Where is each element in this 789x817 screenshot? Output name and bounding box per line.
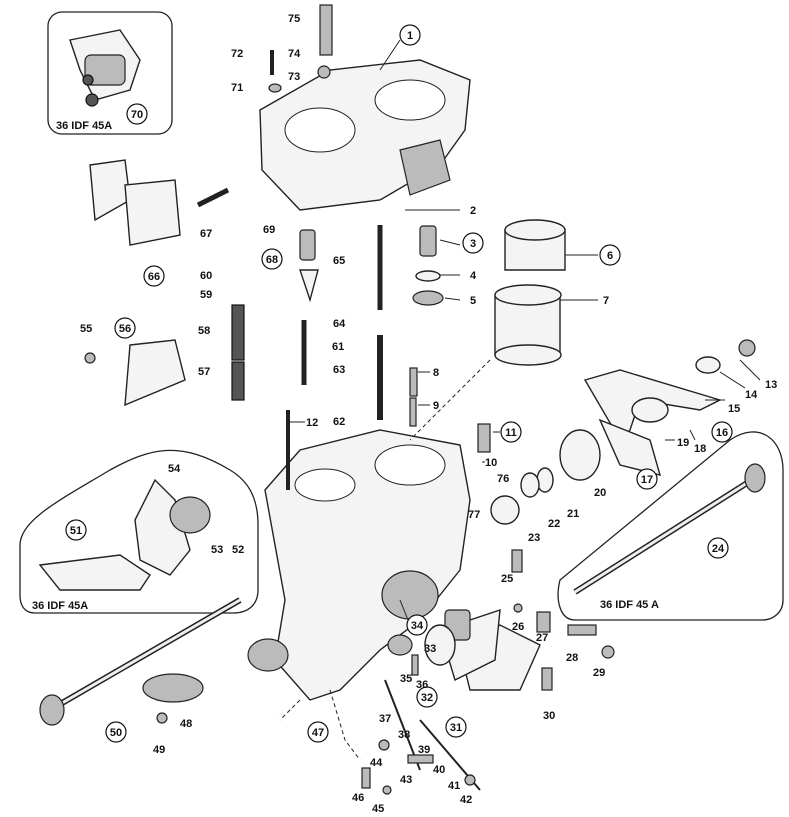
part-label: 45 [372,803,384,815]
part-label: 35 [400,673,412,685]
part-label: 36 [416,679,428,691]
part-label: 18 [694,443,706,455]
part-label: 1 [407,30,413,42]
part-label: 20 [594,487,606,499]
inset-right: 36 IDF 45 A [557,431,784,621]
part-label: 42 [460,794,472,806]
part-label: 54 [168,463,181,475]
part-label: 53 [211,544,223,556]
part-label: 11 [505,427,517,439]
part-label: 76 [497,473,509,485]
part-label: 74 [288,48,301,60]
part-label: 13 [765,379,777,391]
part-label: 7 [603,295,609,307]
part-label: 14 [745,389,758,401]
venturi-and-choke [494,219,566,366]
part-label: 55 [80,323,92,335]
part-label: 70 [131,109,143,121]
part-label: 26 [512,621,524,633]
inset-caption: 36 IDF 45A [32,600,88,612]
part-label: 44 [370,757,383,769]
part-label: 22 [548,518,560,530]
part-label: 59 [200,289,212,301]
part-label: 62 [333,416,345,428]
part-label: 25 [501,573,513,585]
part-label: 75 [288,13,300,25]
part-label: 69 [263,224,275,236]
part-label: 9 [433,400,439,412]
part-label: 64 [333,318,346,330]
part-label: 28 [566,652,578,664]
part-label: 16 [716,427,728,439]
part-label: 46 [352,792,364,804]
part-label: 38 [398,729,410,741]
part-label: 32 [421,692,433,704]
part-label: 3 [470,238,476,250]
part-label: 50 [110,727,122,739]
part-label: 61 [332,341,344,353]
inset-caption: 36 IDF 45 A [600,599,659,611]
part-label: 52 [232,544,244,556]
part-label: 34 [411,620,424,632]
part-label: 2 [470,205,476,217]
part-label: 12 [306,417,318,429]
small-parts [84,4,615,795]
part-label: 65 [333,255,345,267]
part-label: 21 [567,508,579,520]
inset-caption: 36 IDF 45A [56,120,112,132]
springs-and-linkage [384,339,756,791]
part-label: 31 [450,722,462,734]
inset-top-left: 36 IDF 45A [47,11,173,135]
part-label: 17 [641,474,653,486]
part-label: 6 [607,250,613,262]
carburetor-body [247,429,471,701]
part-label: 15 [728,403,740,415]
part-label: 63 [333,364,345,376]
leader-lines [290,39,761,626]
circled-labels: 1 3 6 11 16 17 24 31 32 34 47 50 51 56 6… [65,24,733,743]
part-label: 29 [593,667,605,679]
carburetor-cover [259,59,471,211]
part-label: 57 [198,366,210,378]
part-label: 41 [448,780,460,792]
part-label: 40 [433,764,445,776]
part-label: 37 [379,713,391,725]
part-label: 19 [677,437,689,449]
part-label: 73 [288,71,300,83]
part-label: 72 [231,48,243,60]
part-label: 24 [712,543,725,555]
part-label: 47 [312,727,324,739]
part-label: 23 [528,532,540,544]
part-label: 66 [148,271,160,283]
part-label: 77 [468,509,480,521]
part-label: 30 [543,710,555,722]
plain-labels: 2 4 5 7 8 9 10 12 13 14 15 18 19 20 21 2… [80,13,777,815]
part-label: 27 [536,632,548,644]
inset-left: 36 IDF 45A [19,449,259,614]
part-label: 43 [400,774,412,786]
part-label: 39 [418,744,430,756]
part-label: 49 [153,744,165,756]
part-label: 60 [200,270,212,282]
part-label: 10 [485,457,497,469]
part-label: 58 [198,325,210,337]
part-label: 4 [470,270,477,282]
dashed-guides [279,359,491,761]
part-label: 51 [70,525,82,537]
part-label: 8 [433,367,439,379]
part-label: 68 [266,254,278,266]
part-label: 5 [470,295,476,307]
part-label: 67 [200,228,212,240]
part-label: 33 [424,643,436,655]
part-label: 71 [231,82,243,94]
part-label: 56 [119,323,131,335]
part-label: 48 [180,718,192,730]
shafts-and-rods [39,187,383,726]
